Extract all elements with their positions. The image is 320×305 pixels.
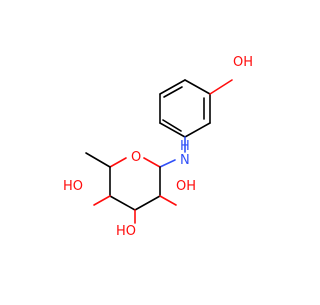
bond-phenol-oh: [209, 79, 233, 95]
bond-ring-a6: [184, 79, 211, 95]
atom-label-ring-oxygen: O: [131, 150, 141, 165]
bond-c2-oh: [159, 195, 177, 206]
atom-label-oh-c4: HO: [116, 224, 136, 239]
bond-ring-a5-double: [163, 86, 183, 98]
bond-ring-a3: [159, 122, 186, 138]
bond-ring-a5: [159, 79, 186, 95]
atom-label-oh-c5: HO: [63, 179, 83, 194]
bond-c1-o: [143, 157, 161, 168]
bond-c4-c3: [109, 195, 136, 211]
atom-label-nitrogen-hydrogen: H: [180, 139, 190, 154]
bond-nh-c1: [159, 159, 176, 168]
bond-ring-a3-double: [162, 119, 182, 132]
bond-o-c5: [109, 157, 127, 168]
bond-ring-a2: [184, 122, 211, 138]
atom-label-oh-c2: OH: [176, 179, 196, 194]
atom-label-layer: OH N H O HO HO OH: [63, 55, 253, 239]
bond-c3-c2: [134, 195, 161, 211]
atom-label-oh-phenol: OH: [233, 55, 253, 70]
molecule-structure: OH N H O HO HO OH: [63, 55, 253, 239]
structure-canvas: OH N H O HO HO OH: [63, 55, 254, 239]
atom-label-nitrogen: N: [180, 153, 190, 168]
bond-layer: [85, 79, 233, 224]
bond-c5-methyl: [85, 152, 111, 168]
bond-c4-oh: [93, 195, 111, 206]
